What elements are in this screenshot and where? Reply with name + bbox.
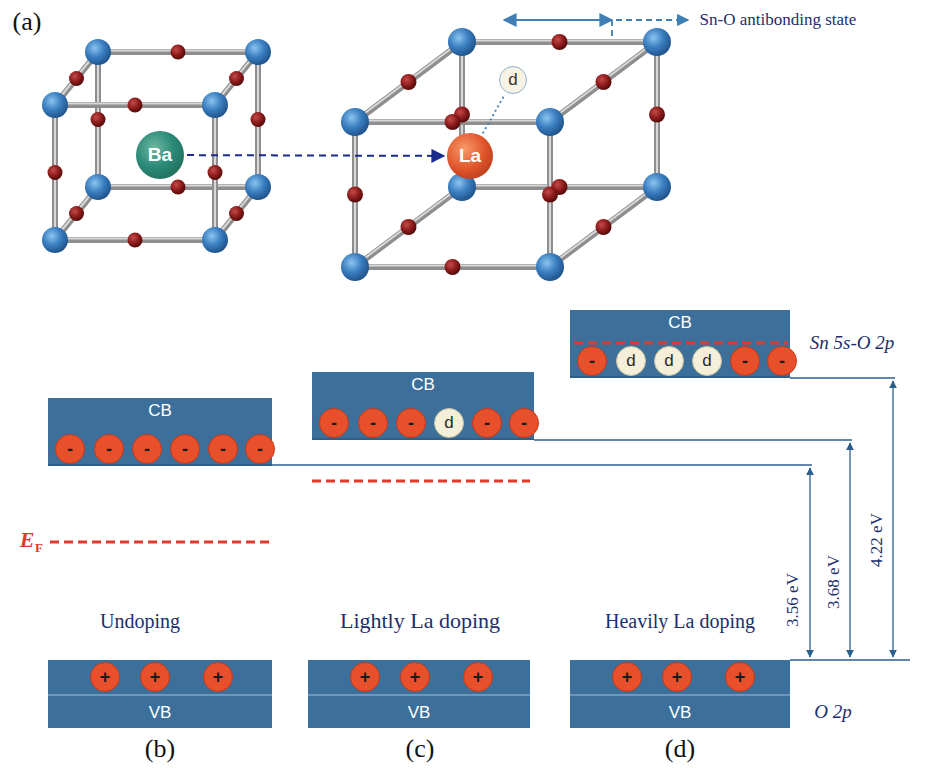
node-text: -	[370, 413, 376, 434]
valence-band: VB + + +	[570, 660, 790, 728]
conduction-band: CB - d d d - -	[570, 310, 790, 378]
electron: -	[396, 408, 426, 438]
hole: +	[612, 662, 642, 692]
hole: +	[90, 662, 120, 692]
node-text: d	[508, 70, 517, 90]
electron: -	[472, 408, 502, 438]
donor-electron: d	[692, 346, 722, 376]
node-text: -	[182, 439, 188, 460]
d-electron-bubble: d	[499, 66, 527, 94]
energy-gap: 3.68 eV	[824, 555, 844, 609]
electron: -	[509, 408, 539, 438]
node-text: +	[473, 667, 484, 688]
node-text: d	[664, 351, 673, 371]
hole: +	[140, 662, 170, 692]
electron: -	[132, 434, 162, 464]
panel-caption: Heavily La doping	[605, 610, 755, 633]
band-name: Sn 5s-O 2p	[810, 332, 894, 354]
node-text: +	[672, 667, 683, 688]
node-text: d	[626, 351, 635, 371]
node-text: VB	[570, 703, 790, 723]
node-text: Ba	[148, 144, 172, 166]
node-text: CB	[48, 401, 272, 421]
node-text: -	[589, 351, 595, 372]
node-text: d	[702, 351, 711, 371]
node-text: -	[484, 413, 490, 434]
node-text: -	[521, 413, 527, 434]
hole: +	[350, 662, 380, 692]
panel-caption: Lightly La doping	[340, 608, 500, 634]
electron: -	[767, 346, 797, 376]
panel-label: (b)	[145, 734, 175, 764]
hole: +	[203, 662, 233, 692]
electron: -	[319, 408, 349, 438]
electron: -	[245, 434, 275, 464]
node-text: -	[331, 413, 337, 434]
fermi-level-symbol: E	[20, 527, 35, 553]
node-text: +	[150, 667, 161, 688]
node-text: +	[410, 667, 421, 688]
node-text: CB	[312, 375, 534, 395]
node-text: +	[360, 667, 371, 688]
band-name: O 2p	[814, 701, 851, 723]
perovskite-cube	[341, 28, 671, 281]
node-text: -	[220, 439, 226, 460]
valence-band: VB + + +	[308, 660, 530, 728]
electron: -	[208, 434, 238, 464]
panel-caption: Undoping	[100, 610, 180, 633]
node-text: CB	[570, 313, 790, 333]
electron: -	[730, 346, 760, 376]
electron: -	[55, 434, 85, 464]
valence-band: VB + + +	[48, 660, 272, 728]
donor-electron: d	[616, 346, 646, 376]
electron: -	[358, 408, 388, 438]
electron: -	[170, 434, 200, 464]
node-text: La	[459, 145, 481, 167]
fermi-level-subscript: F	[35, 540, 43, 556]
hole: +	[463, 662, 493, 692]
leader-line	[483, 95, 505, 134]
panel-label: (c)	[406, 734, 435, 764]
node-text: -	[67, 439, 73, 460]
node-text: +	[622, 667, 633, 688]
node-text: -	[742, 351, 748, 372]
panel-label: (d)	[665, 734, 695, 764]
node-text: -	[779, 351, 785, 372]
electron: -	[94, 434, 124, 464]
conduction-band: CB - - - d - -	[312, 372, 534, 440]
node-text: VB	[48, 703, 272, 723]
substitution-arrow	[187, 154, 444, 157]
panel-label: (a)	[13, 7, 42, 37]
node-text: -	[257, 439, 263, 460]
energy-gap: 4.22 eV	[867, 513, 887, 567]
node-text: -	[106, 439, 112, 460]
node-text: +	[735, 667, 746, 688]
hole: +	[725, 662, 755, 692]
node-text: VB	[308, 703, 530, 723]
hole: +	[662, 662, 692, 692]
la-atom: La	[447, 133, 493, 179]
energy-gap: 3.56 eV	[783, 573, 803, 627]
electron: -	[577, 346, 607, 376]
conduction-band: CB - - - - - -	[48, 398, 272, 466]
donor-electron: d	[654, 346, 684, 376]
node-text: d	[444, 413, 453, 433]
perovskite-cube	[42, 39, 271, 253]
hole: +	[400, 662, 430, 692]
annotation: Sn-O antibonding state	[700, 10, 857, 30]
donor-electron: d	[434, 408, 464, 438]
ba-atom: Ba	[136, 131, 184, 179]
node-text: -	[408, 413, 414, 434]
node-text: -	[144, 439, 150, 460]
node-text: +	[100, 667, 111, 688]
node-text: +	[213, 667, 224, 688]
